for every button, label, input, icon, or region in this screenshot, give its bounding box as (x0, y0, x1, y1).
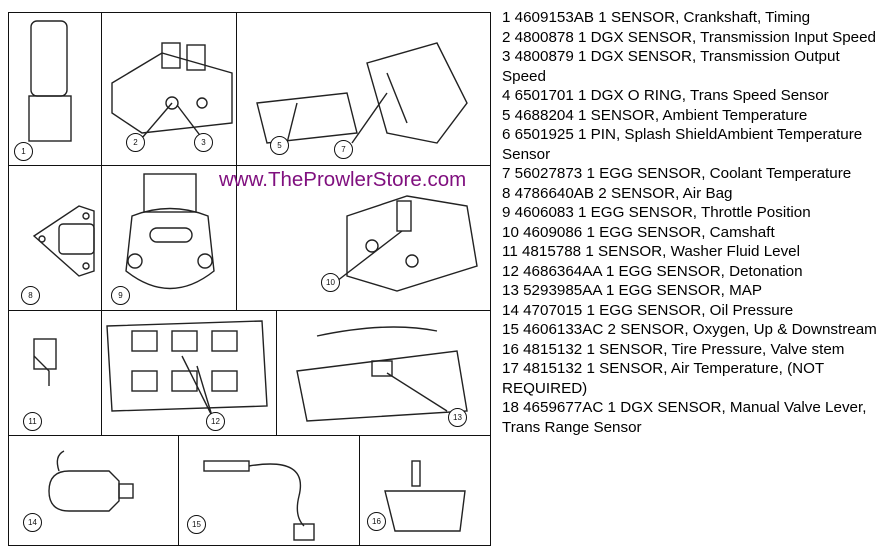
parts-list-item: 12 4686364AA 1 EGG SENSOR, Detonation (502, 262, 803, 280)
panel-detonation (101, 310, 278, 437)
parts-list-item: 9 4606083 1 EGG SENSOR, Throttle Positio… (502, 204, 811, 221)
crankshaft-sensor-drawing (28, 20, 72, 142)
panel-air-bag-sensor (8, 165, 103, 311)
parts-list-item: 10 4609086 1 EGG SENSOR, Camshaft (502, 223, 775, 241)
detonation-drawing (106, 320, 268, 417)
callout-1: 1 (14, 142, 33, 161)
callout-14: 14 (23, 513, 42, 532)
panel-camshaft (236, 165, 491, 311)
parts-list-item: 6 6501925 1 PIN, Splash ShieldAmbient Te… (502, 126, 863, 163)
tire-pressure-drawing (384, 460, 466, 532)
parts-list-item: 17 4815132 1 SENSOR, Air Temperature, (N… (502, 360, 824, 397)
parts-list-item: 8 4786640AB 2 SENSOR, Air Bag (502, 184, 733, 202)
watermark-url: www.TheProwlerStore.com (219, 168, 467, 191)
callout-8: 8 (21, 286, 40, 305)
parts-list-item: 13 5293985AA 1 EGG SENSOR, MAP (502, 282, 763, 299)
callout-12: 12 (206, 412, 225, 431)
parts-list-item: 16 4815132 1 SENSOR, Tire Pressure, Valv… (502, 340, 845, 358)
parts-list-item: 18 4659677AC 1 DGX SENSOR, Manual Valve … (502, 399, 867, 436)
parts-list-item: 11 4815788 1 SENSOR, Washer Fluid Level (502, 243, 801, 260)
callout-13: 13 (448, 408, 467, 427)
panel-transmission-sensors (101, 12, 238, 167)
callout-16: 16 (367, 512, 386, 531)
parts-list-item: 4 6501701 1 DGX O RING, Trans Speed Sens… (502, 87, 829, 104)
ambient-coolant-drawing (256, 42, 468, 144)
washer-fluid-drawing (33, 338, 57, 386)
parts-list-item: 5 4688204 1 SENSOR, Ambient Temperature (502, 106, 808, 124)
callout-10: 10 (321, 273, 340, 292)
panel-oxygen (178, 435, 361, 546)
parts-list: 1 4609153AB 1 SENSOR, Crankshaft, Timing… (502, 8, 886, 437)
transmission-sensors-drawing (111, 42, 233, 139)
callout-2: 2 (126, 133, 145, 152)
callout-5: 5 (270, 136, 289, 155)
callout-9: 9 (111, 286, 130, 305)
parts-list-item: 7 56027873 1 EGG SENSOR, Coolant Tempera… (502, 165, 852, 182)
callout-15: 15 (187, 515, 206, 534)
parts-list-item: 1 4609153AB 1 SENSOR, Crankshaft, Timing (502, 9, 811, 26)
callout-7: 7 (334, 140, 353, 159)
camshaft-drawing (336, 195, 478, 292)
panel-crankshaft-sensor (8, 12, 103, 167)
throttle-position-drawing (125, 173, 215, 290)
map-sensor-drawing (296, 326, 468, 422)
parts-list-item: 14 4707015 1 EGG SENSOR, Oil Pressure (502, 301, 794, 319)
callout-11: 11 (23, 412, 42, 431)
parts-list-item: 2 4800878 1 DGX SENSOR, Transmission Inp… (502, 28, 876, 46)
callout-3: 3 (194, 133, 213, 152)
oil-pressure-drawing (48, 450, 134, 512)
parts-list-item: 3 4800879 1 DGX SENSOR, Transmission Out… (502, 48, 840, 85)
air-bag-sensor-drawing (32, 205, 95, 277)
parts-list-item: 15 4606133AC 2 SENSOR, Oxygen, Up & Down… (502, 321, 877, 338)
panel-washer-fluid (8, 310, 103, 437)
oxygen-drawing (203, 460, 315, 541)
